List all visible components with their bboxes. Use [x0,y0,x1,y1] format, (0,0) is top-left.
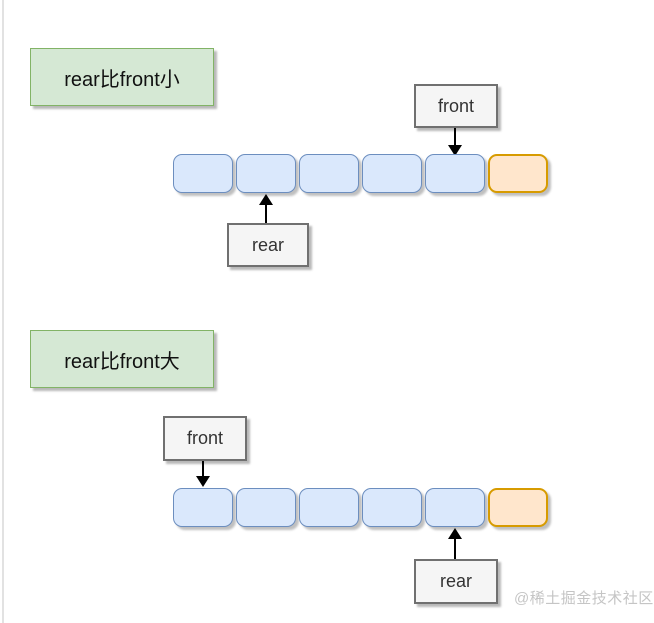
arrow-shaft [454,539,456,559]
front-pointer-label-box: front [163,416,247,461]
queue-cell-blue [236,154,296,193]
rear-arrow-up-icon [259,194,273,223]
queue-cell-orange [488,154,548,193]
arrow-head-up [259,194,273,205]
front-pointer-label: front [186,428,224,448]
front-pointer-label: front [437,95,475,116]
queue-cell-blue [299,488,359,527]
queue-cell-blue [425,154,485,193]
queue-row [173,488,548,527]
front-pointer-label-box: front [414,84,498,128]
arrow-shaft [202,461,204,476]
arrow-head-up [448,528,462,539]
queue-cell-blue [236,488,296,527]
section-title: rear比front小 [64,68,180,91]
rear-pointer-label-box: rear [227,223,309,267]
watermark: @稀土掘金技术社区 [514,590,654,607]
arrow-head-down [196,476,210,487]
front-arrow-down-icon [448,128,462,156]
front-arrow-down-icon [196,461,210,487]
queue-cell-blue [362,154,422,193]
queue-cell-blue [425,488,485,527]
arrow-head-down [448,145,462,156]
rear-arrow-up-icon [448,528,462,559]
rear-pointer-label-box: rear [414,559,498,604]
page-edge-line [2,0,4,623]
rear-pointer-label: rear [439,571,472,591]
queue-cell-blue [173,488,233,527]
section-title-box: rear比front大 [30,330,214,388]
queue-cell-blue [299,154,359,193]
queue-cell-orange [488,488,548,527]
queue-cell-blue [362,488,422,527]
arrow-shaft [265,205,267,223]
queue-row [173,154,548,193]
arrow-shaft [454,128,456,145]
rear-pointer-label: rear [251,234,284,255]
section-title-box: rear比front小 [30,48,214,106]
queue-cell-blue [173,154,233,193]
section-title: rear比front大 [64,350,180,373]
